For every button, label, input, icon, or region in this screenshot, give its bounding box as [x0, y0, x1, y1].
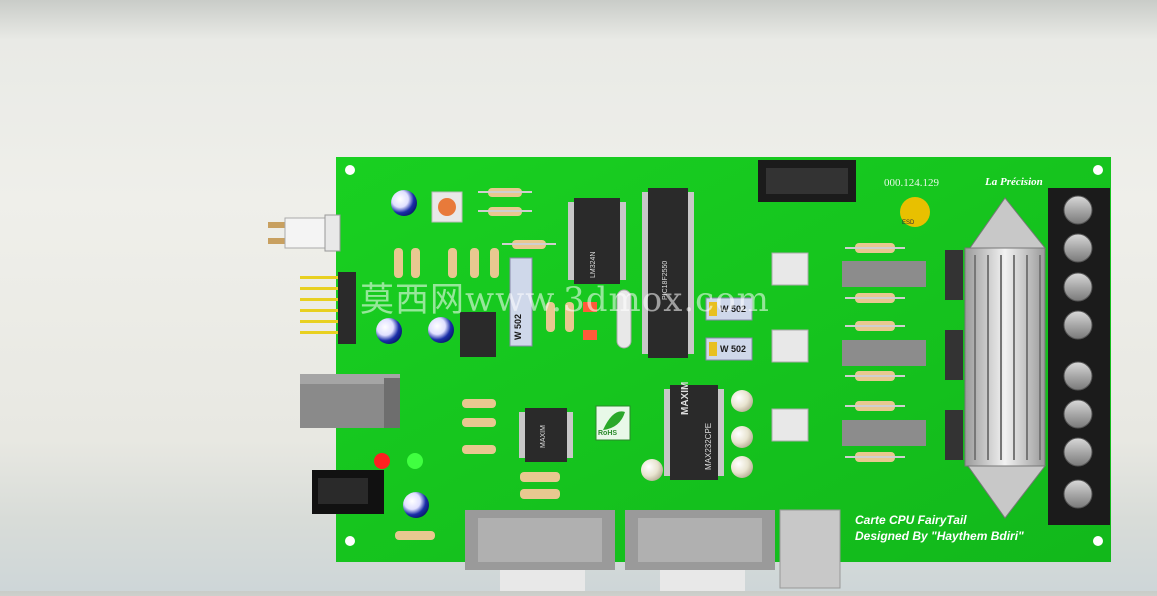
ic-maxim-small: [525, 408, 567, 462]
capacitor: [641, 459, 663, 481]
max232-part: MAX232CPE: [704, 422, 713, 470]
screw-terminal-block: [1048, 188, 1110, 525]
trim-pot-label: W 502: [720, 344, 747, 354]
capacitor: [376, 318, 402, 344]
brand-label: La Précision: [985, 176, 1043, 188]
esd-label: ESD: [902, 220, 915, 226]
capacitor: [731, 390, 753, 412]
icsp-header: [300, 272, 356, 344]
optocouplers: [771, 252, 809, 442]
mounting-hole: [1093, 536, 1103, 546]
vertical-resistors: [394, 248, 574, 332]
watermark: 莫西网www.3dmox.com: [360, 280, 770, 320]
board-designer: Designed By "Haythem Bdiri": [855, 529, 1024, 543]
led-green: [407, 453, 423, 469]
led-red: [374, 453, 390, 469]
trim-potentiometers: [509, 257, 753, 361]
capacitor: [731, 426, 753, 448]
db9-connectors: [465, 510, 775, 591]
power-resistors: [842, 261, 926, 446]
left-power-header: [268, 214, 341, 252]
mounting-hole: [345, 536, 355, 546]
esd-sticker: [900, 197, 930, 227]
max232-brand: MAXIM: [680, 381, 691, 415]
capacitor: [731, 456, 753, 478]
ceramic-capacitor: [583, 302, 597, 312]
trim-pot-label: W 502: [720, 304, 747, 314]
ic-max232: [670, 385, 718, 480]
dc-power-jack: [312, 470, 384, 514]
idc-header: [758, 160, 856, 202]
ic-lm324: [574, 198, 620, 284]
reset-button: [431, 191, 463, 223]
rj-connector: [779, 509, 841, 589]
mounting-hole: [345, 165, 355, 175]
ic-pic18f: [648, 188, 688, 358]
dip-ics: [460, 188, 718, 480]
heatsink: [945, 197, 1047, 519]
mounting-hole: [1093, 165, 1103, 175]
maxim-small-brand: MAXIM: [540, 425, 547, 448]
capacitor: [391, 190, 417, 216]
crystal-oscillator: [616, 289, 632, 349]
resistor-leads: [478, 191, 905, 458]
capacitor: [428, 317, 454, 343]
ceramic-capacitor: [583, 330, 597, 340]
rohs-label: RoHS: [598, 430, 618, 437]
usb-connector: [300, 374, 400, 428]
part-number-label: 000.124.129: [884, 177, 939, 189]
capacitor: [403, 492, 429, 518]
ic-small-left: [460, 312, 496, 357]
board-title: Carte CPU FairyTail: [855, 513, 967, 527]
